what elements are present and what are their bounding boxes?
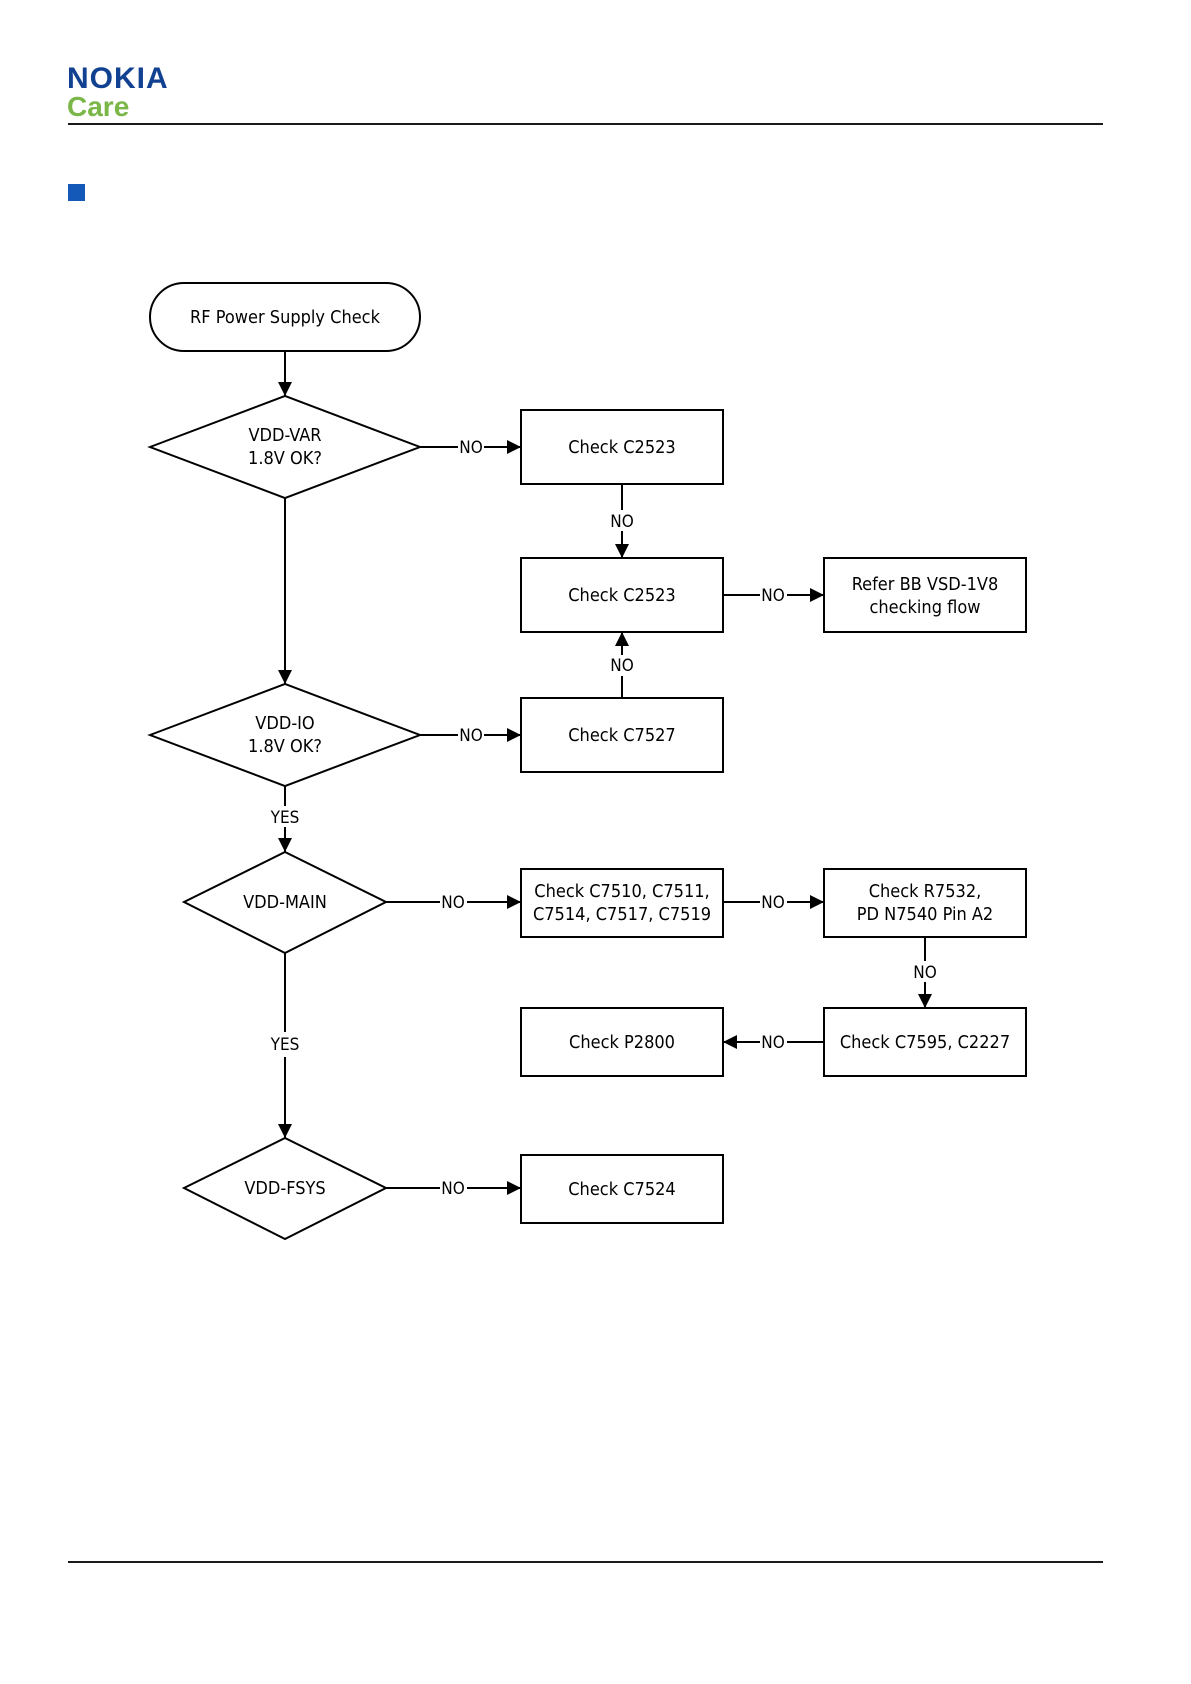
edge-label-no: NO <box>610 512 633 532</box>
edge-label-no: NO <box>761 1033 784 1053</box>
check-c7510-label-line1: Check C7510, C7511, <box>534 881 709 902</box>
check-c7510-label-line2: C7514, C7517, C7519 <box>533 904 711 925</box>
box-refer-bb-vsd <box>823 557 1027 633</box>
box-check-r7532 <box>823 868 1027 938</box>
edge-label-no: NO <box>761 893 784 913</box>
box-check-c7524 <box>520 1154 724 1224</box>
edge-label-no: NO <box>459 726 482 746</box>
box-check-c7595 <box>823 1007 1027 1077</box>
edge-label-no: NO <box>761 586 784 606</box>
check-c2523-top-label: Check C2523 <box>568 437 675 458</box>
section-marker <box>68 184 85 201</box>
decision-vdd-var <box>147 394 423 500</box>
check-c7527-label: Check C7527 <box>568 725 675 746</box>
check-c7524-label: Check C7524 <box>568 1179 675 1200</box>
edge-label-no: NO <box>441 893 464 913</box>
care-logo-text: Care <box>67 91 130 122</box>
refer-bb-label-line1: Refer BB VSD-1V8 <box>852 574 999 595</box>
vdd-fsys-label: VDD-FSYS <box>244 1178 325 1199</box>
check-c7595-label: Check C7595, C2227 <box>840 1032 1010 1053</box>
footer-divider <box>68 1561 1103 1563</box>
edge-label-no: NO <box>459 438 482 458</box>
edge-label-no: NO <box>441 1179 464 1199</box>
box-check-p2800 <box>520 1007 724 1077</box>
vdd-io-label-line1: VDD-IO <box>255 713 314 734</box>
vdd-var-label-line2: 1.8V OK? <box>248 448 322 469</box>
refer-bb-label-line2: checking flow <box>870 597 981 618</box>
check-r7532-label-line2: PD N7540 Pin A2 <box>857 904 994 925</box>
decision-vdd-io <box>147 682 423 788</box>
vdd-io-label-line2: 1.8V OK? <box>248 736 322 757</box>
edge-label-no: NO <box>913 963 936 983</box>
edge-label-yes: YES <box>270 808 300 828</box>
edge-label-yes: YES <box>270 1035 300 1055</box>
nokia-logo: NOKIA <box>67 62 169 95</box>
edge-label-no: NO <box>610 656 633 676</box>
check-r7532-label-line1: Check R7532, <box>869 881 982 902</box>
check-p2800-label: Check P2800 <box>569 1032 675 1053</box>
box-check-c7510 <box>520 868 724 938</box>
start-label: RF Power Supply Check <box>190 307 381 328</box>
header-divider <box>68 123 1103 125</box>
vdd-var-label-line1: VDD-VAR <box>248 425 321 446</box>
check-c2523-middle-label: Check C2523 <box>568 585 675 606</box>
vdd-main-label: VDD-MAIN <box>243 892 327 913</box>
box-check-c7527 <box>520 697 724 773</box>
